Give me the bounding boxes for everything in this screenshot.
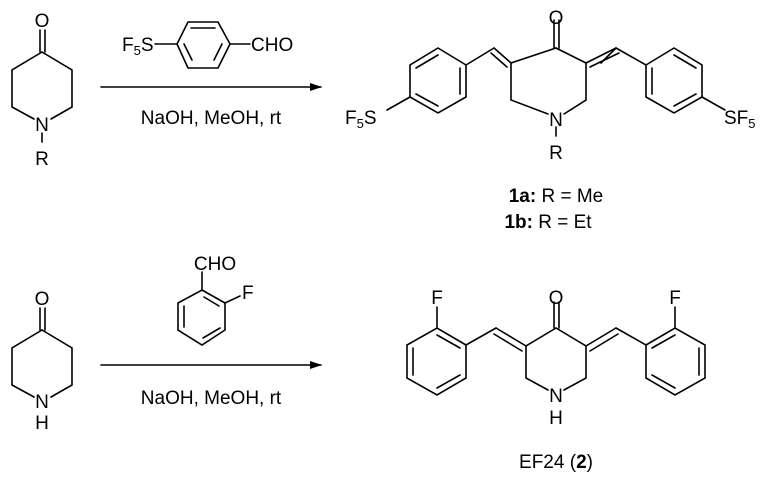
oxygen-atom: O xyxy=(549,288,564,309)
compound-label-1a: 1a: R = Me xyxy=(509,186,604,207)
r-group: R xyxy=(549,143,563,164)
nitrogen-atom: N xyxy=(549,386,563,407)
oxygen-atom: O xyxy=(35,289,50,310)
conditions-2: NaOH, MeOH, rt xyxy=(141,388,282,409)
compound-label-ef24: EF24 (2) xyxy=(519,452,593,473)
product-ef24: O N H F F xyxy=(406,288,706,429)
right-fluorine-atom: F xyxy=(669,288,681,309)
aldehyde-group: CHO xyxy=(251,35,293,56)
left-sf5-group: F5S xyxy=(345,108,377,131)
reactant-n-substituted-piperidinone: O N R xyxy=(11,11,73,170)
hydrogen-atom: H xyxy=(549,408,563,429)
r-group: R xyxy=(35,149,49,170)
right-sf5-group: SF5 xyxy=(724,108,756,131)
product-1-bis-sf5-benzylidene-piperidinone: O N R F5S SF5 xyxy=(345,8,756,164)
hydrogen-atom: H xyxy=(35,413,49,434)
oxygen-atom: O xyxy=(35,11,50,32)
reagent-2-fluorobenzaldehyde: CHO F xyxy=(177,254,254,346)
reactant-piperidinone: O N H xyxy=(11,289,73,434)
aldehyde-group: CHO xyxy=(194,254,236,275)
nitrogen-atom: N xyxy=(35,392,49,413)
reagent-sf5-benzaldehyde: F5S CHO xyxy=(122,21,293,69)
fluorine-atom: F xyxy=(242,283,254,304)
nitrogen-atom: N xyxy=(35,115,49,136)
sf5-group: F5S xyxy=(122,35,154,58)
oxygen-atom: O xyxy=(549,8,564,29)
conditions-1: NaOH, MeOH, rt xyxy=(141,108,282,129)
compound-label-1b: 1b: R = Et xyxy=(504,212,592,233)
left-fluorine-atom: F xyxy=(431,288,443,309)
nitrogen-atom: N xyxy=(549,110,563,131)
